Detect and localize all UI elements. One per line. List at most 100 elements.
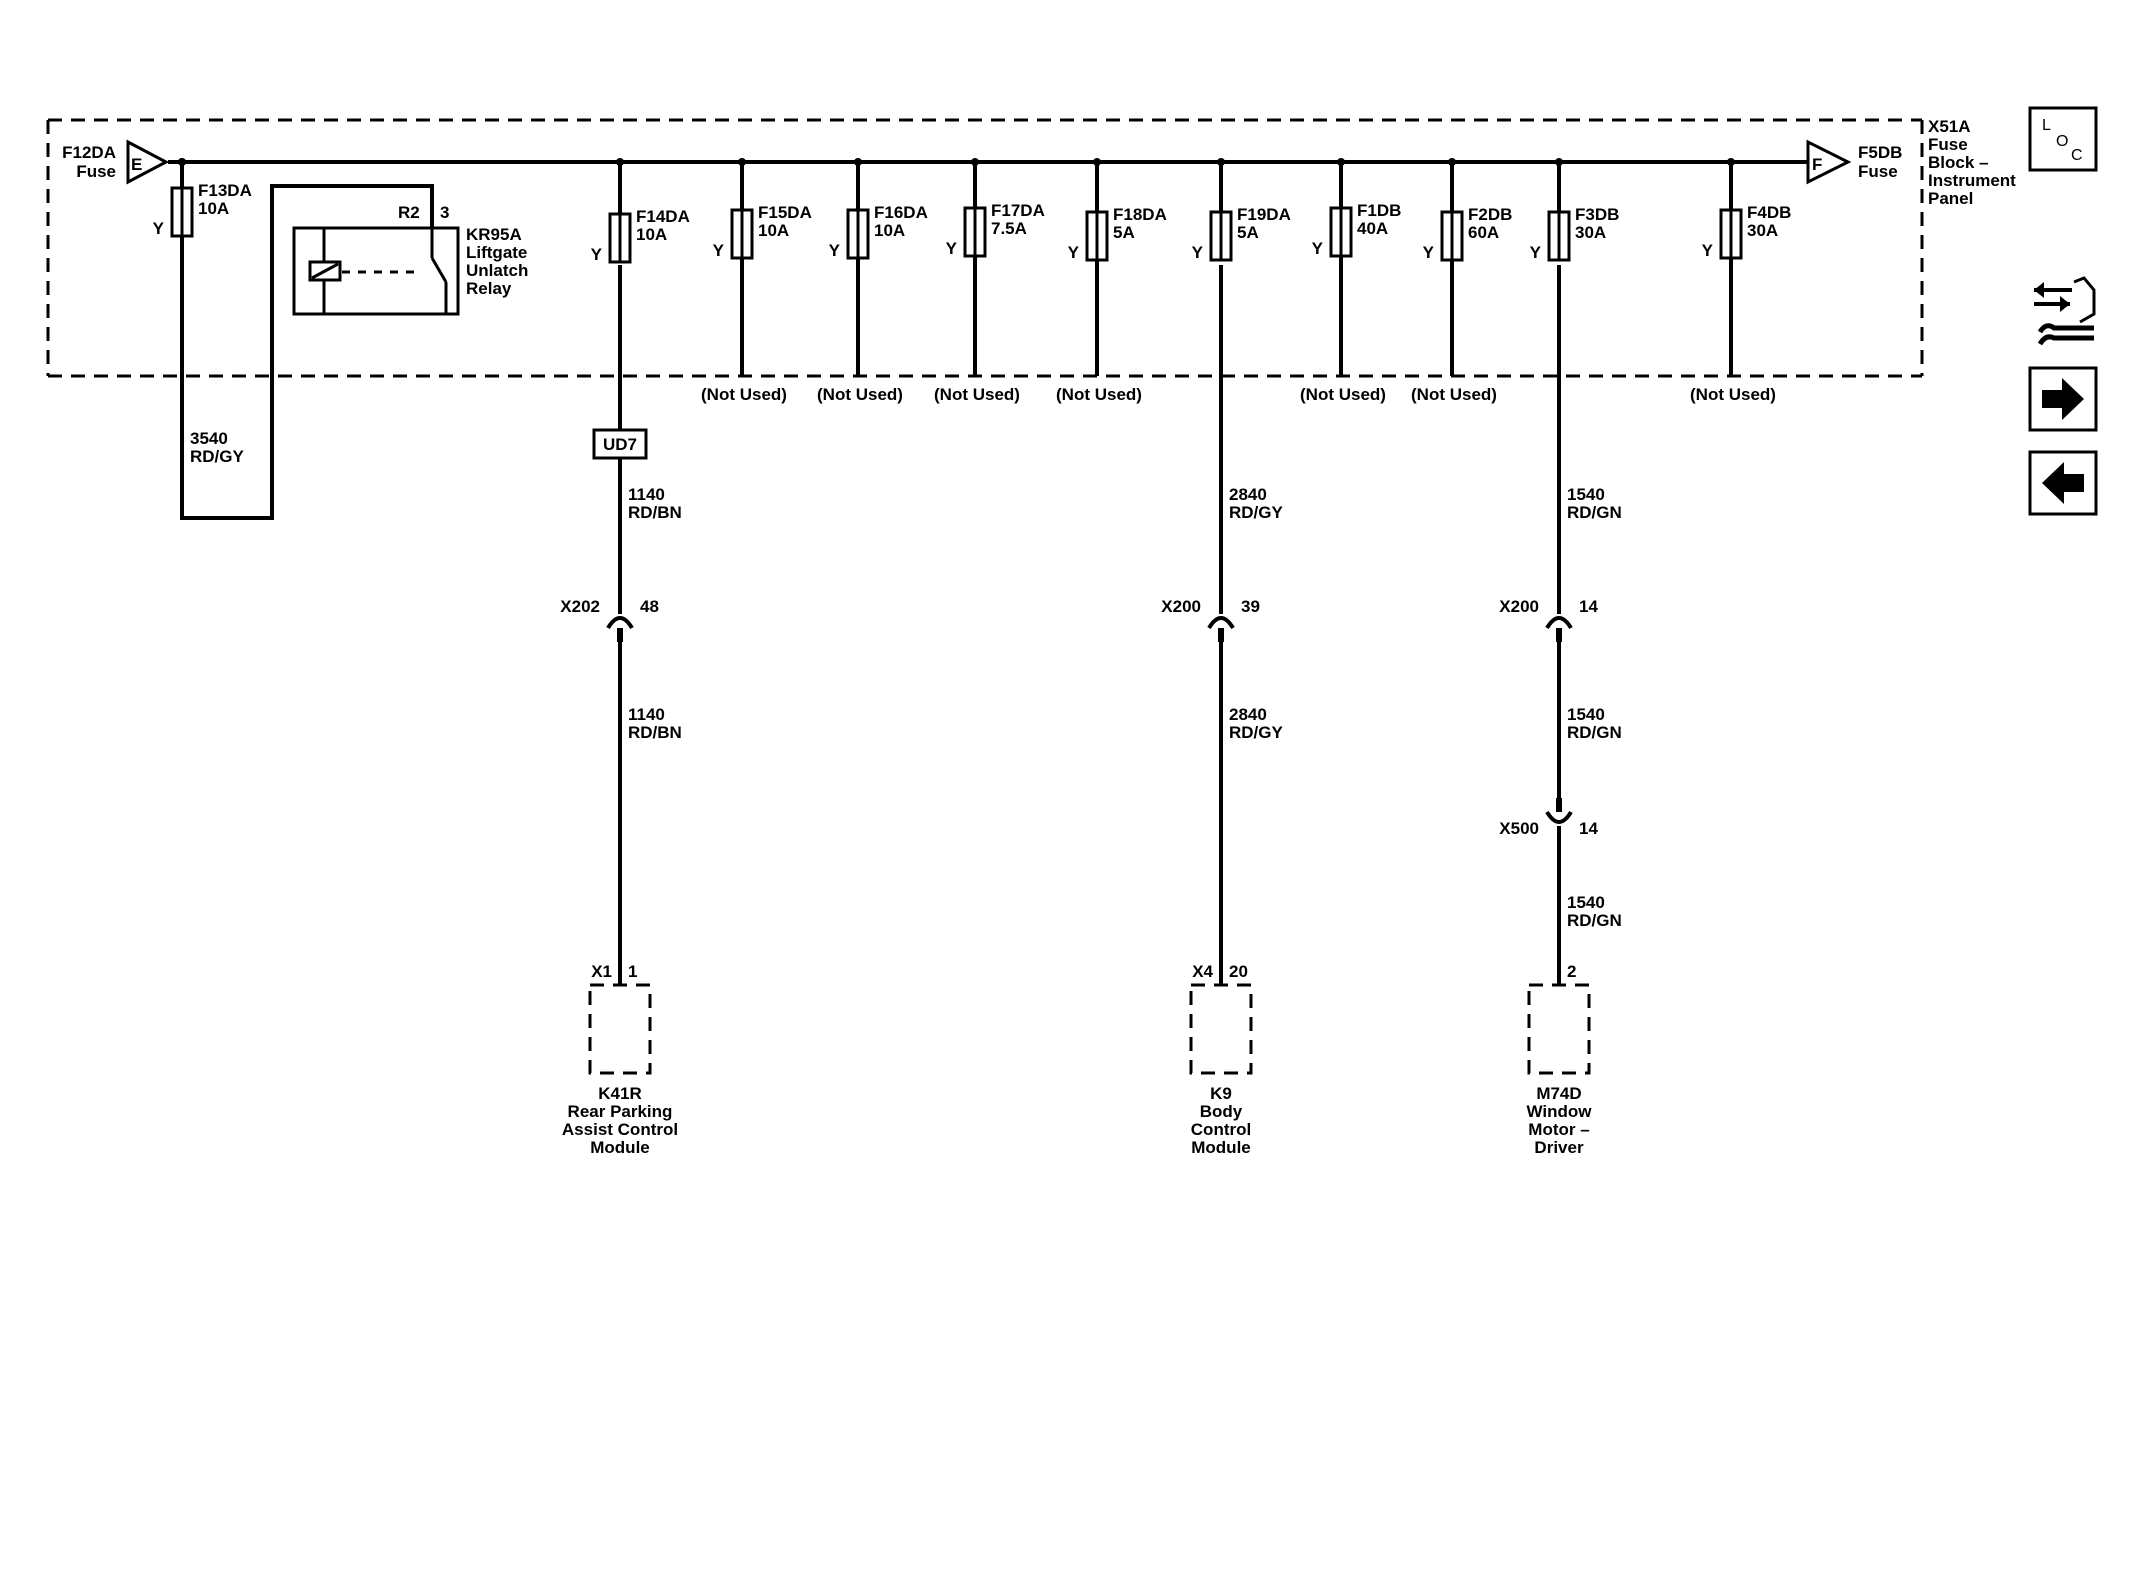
- device-label-line: K9: [1210, 1084, 1232, 1103]
- device-label-line: Motor –: [1528, 1120, 1589, 1139]
- connector-x200: [1207, 616, 1235, 630]
- fuse-pin-label: Y: [1702, 241, 1714, 260]
- device-label-line: M74D: [1536, 1084, 1581, 1103]
- device-connector: X4: [1192, 962, 1213, 981]
- left-terminal-letter: E: [131, 155, 142, 174]
- fuse-not-used-note: (Not Used): [1411, 385, 1497, 404]
- device-connector: X1: [591, 962, 612, 981]
- device-label-line: Module: [590, 1138, 650, 1157]
- connector-name: X200: [1161, 597, 1201, 616]
- fuse-rating: 10A: [198, 199, 229, 218]
- fuse-id: F2DB: [1468, 205, 1512, 224]
- fuse-rating: 60A: [1468, 223, 1499, 242]
- relay-wire-color: RD/GY: [190, 447, 245, 466]
- left-bus-terminal: E F12DA Fuse: [62, 139, 170, 185]
- left-terminal-arrow: [126, 139, 170, 185]
- relay-pin-3: 3: [440, 203, 449, 222]
- connector-name: X200: [1499, 597, 1539, 616]
- fuse-pin-label: Y: [1192, 243, 1204, 262]
- fuse-not-used-note: (Not Used): [701, 385, 787, 404]
- wire-color-label: RD/BN: [628, 723, 682, 742]
- fuse-pin-label: Y: [1312, 239, 1324, 258]
- connector-swap-icon: [2034, 276, 2096, 346]
- relay-wire-circuit: 3540: [190, 429, 228, 448]
- wire-color-label: RD/GN: [1567, 911, 1622, 930]
- circuit-k9: 2840 RD/GY X200 39 2840 RD/GY X4 20 K9 B…: [1161, 265, 1284, 1157]
- device-k9: [1189, 983, 1253, 1075]
- connector-x202: [606, 616, 634, 630]
- fuse-block-label-line: Block –: [1928, 153, 1988, 172]
- device-label-line: Body: [1200, 1102, 1243, 1121]
- wire-circuit-label: 1540: [1567, 485, 1605, 504]
- splice-ud7: [592, 428, 648, 460]
- right-terminal-letter: F: [1812, 155, 1822, 174]
- device-label-line: K41R: [598, 1084, 641, 1103]
- connector-pin: [1556, 798, 1562, 812]
- fuse-rating: 5A: [1237, 223, 1259, 242]
- loc-button[interactable]: L O C: [2028, 106, 2098, 172]
- device-m74d: [1527, 983, 1591, 1075]
- fuse-block-label-line: Panel: [1928, 189, 1973, 208]
- relay-label-line: KR95A: [466, 225, 522, 244]
- connector-pin-number: 48: [640, 597, 659, 616]
- loc-letter: C: [2071, 147, 2083, 164]
- wire-color-label: RD/GN: [1567, 723, 1622, 742]
- loc-button-frame: [2028, 106, 2098, 172]
- wire-circuit-label: 1540: [1567, 893, 1605, 912]
- loc-letter: O: [2056, 133, 2068, 150]
- fuse-not-used-note: (Not Used): [1690, 385, 1776, 404]
- fuse-rating: 10A: [636, 225, 667, 244]
- connector-x500: [1545, 810, 1573, 824]
- fuse-id: F13DA: [198, 181, 252, 200]
- right-fuse-label: Fuse: [1858, 162, 1898, 181]
- connector-pin: [1218, 628, 1224, 642]
- connector-pin: [617, 628, 623, 642]
- device-label-line: Assist Control: [562, 1120, 678, 1139]
- fuse-id: F1DB: [1357, 201, 1401, 220]
- relay-label-line: Unlatch: [466, 261, 528, 280]
- fuse-rating: 30A: [1747, 221, 1778, 240]
- fuse-rating: 40A: [1357, 219, 1388, 238]
- device-label-line: Control: [1191, 1120, 1251, 1139]
- connector-swap-button[interactable]: [2034, 276, 2096, 346]
- fuse-not-used-note: (Not Used): [1300, 385, 1386, 404]
- fuse-id: F18DA: [1113, 205, 1167, 224]
- device-label-line: Rear Parking: [568, 1102, 673, 1121]
- connector-pin-number: 14: [1579, 597, 1598, 616]
- device-label-line: Window: [1527, 1102, 1593, 1121]
- device-label-line: Driver: [1534, 1138, 1584, 1157]
- connector-pin-number: 14: [1579, 819, 1598, 838]
- left-fuse-label: Fuse: [76, 162, 116, 181]
- wire-circuit-label: 1140: [628, 705, 665, 724]
- fuse-pin-label: Y: [1530, 243, 1542, 262]
- wire-circuit-label: 1140: [628, 485, 665, 504]
- connector-name: X202: [560, 597, 600, 616]
- next-page-button[interactable]: [2028, 366, 2098, 432]
- circuit-m74d: 1540 RD/GN X200 14 1540 RD/GN X500 14 15…: [1499, 265, 1622, 1157]
- device-k41r: [588, 983, 652, 1075]
- device-pin: 20: [1229, 962, 1248, 981]
- wire-circuit-label: 2840: [1229, 705, 1267, 724]
- fuse-pin-label: Y: [591, 245, 603, 264]
- fuse-pin-label: Y: [1423, 243, 1435, 262]
- fuse-pin-label: Y: [829, 241, 841, 260]
- previous-page-button[interactable]: [2028, 450, 2098, 516]
- wire-color-label: RD/GN: [1567, 503, 1622, 522]
- fuse-rating: 30A: [1575, 223, 1606, 242]
- loc-letter: L: [2042, 117, 2051, 134]
- fuse-id: F19DA: [1237, 205, 1291, 224]
- fuse-id: F3DB: [1575, 205, 1619, 224]
- fuse-block-outline: [46, 118, 1924, 378]
- fuse-id: F16DA: [874, 203, 928, 222]
- fuse-rating: 10A: [874, 221, 905, 240]
- relay-feed-wire: [180, 184, 434, 520]
- connector-pin: [1556, 628, 1562, 642]
- fuse-pin-label: Y: [1068, 243, 1080, 262]
